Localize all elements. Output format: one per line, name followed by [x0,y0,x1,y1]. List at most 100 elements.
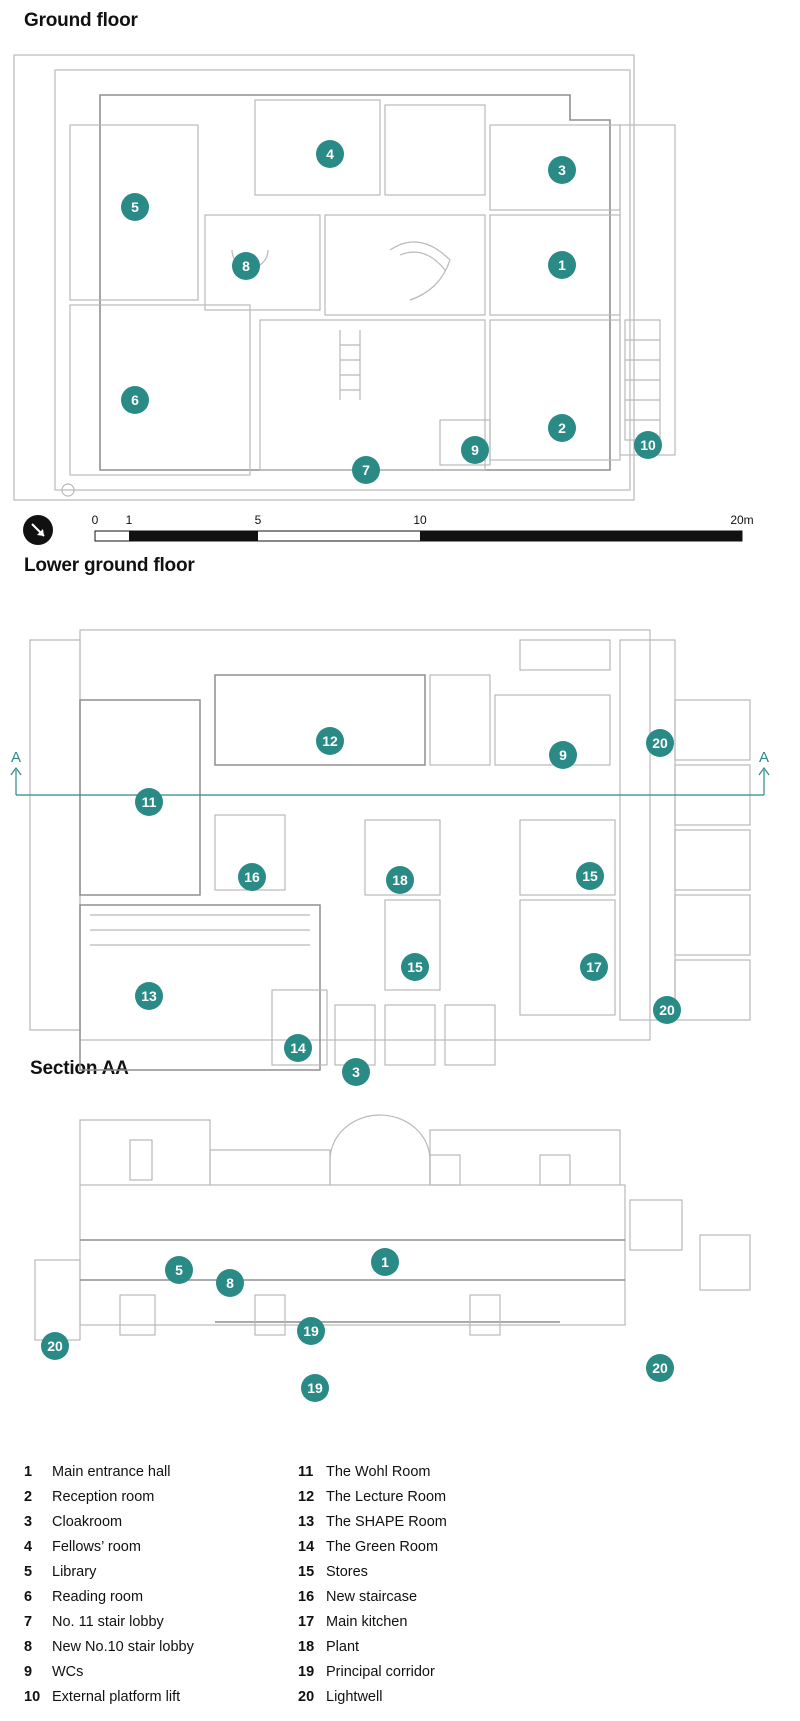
legend-number: 5 [24,1564,33,1580]
floor-plans-drawing: 0 1 5 10 20m [10,54,770,1402]
room-marker-ground: 1 [548,251,576,279]
room-marker-lower: 12 [316,727,344,755]
legend-number: 6 [24,1589,33,1605]
legend-number: 1 [24,1464,33,1480]
room-marker-circle [135,982,163,1010]
room-marker-section: 5 [165,1256,193,1284]
room-marker-circle [301,1374,329,1402]
room-marker-number: 19 [307,1380,323,1396]
room-marker-number: 9 [471,442,479,458]
legend-label: Main kitchen [326,1614,408,1630]
legend-label: Reading room [52,1589,144,1605]
room-marker-ground: 10 [634,431,662,459]
legend-label: Principal corridor [326,1664,435,1680]
ground-floor-title: Ground floor [24,10,138,31]
room-marker-number: 5 [175,1262,183,1278]
room-marker-circle [646,729,674,757]
legend-number: 19 [298,1664,315,1680]
legend-number: 16 [298,1589,315,1605]
scale-label: 10 [413,513,427,527]
legend-number: 4 [24,1539,33,1555]
room-marker-circle [121,386,149,414]
room-marker-number: 14 [290,1040,306,1056]
room-marker-circle [135,788,163,816]
room-marker-ground: 8 [232,252,260,280]
scale-label: 20m [730,513,753,527]
room-marker-lower: 16 [238,863,266,891]
room-marker-number: 10 [640,437,656,453]
room-marker-circle [316,727,344,755]
room-marker-section: 8 [216,1269,244,1297]
room-marker-lower: 15 [576,862,604,890]
room-marker-circle [386,866,414,894]
room-marker-number: 15 [407,959,423,975]
legend-label: Library [52,1564,97,1580]
legend-number: 15 [298,1564,315,1580]
legend-number: 14 [298,1539,315,1555]
legend-label: The Wohl Room [326,1464,431,1480]
scale-label: 5 [255,513,262,527]
room-marker-circle [284,1034,312,1062]
room-marker-number: 1 [558,257,566,273]
room-marker-circle [342,1058,370,1086]
legend-number: 10 [24,1689,41,1705]
room-marker-number: 6 [131,392,139,408]
legend-label: Plant [326,1639,360,1655]
room-marker-section: 19 [301,1374,329,1402]
room-marker-number: 9 [559,747,567,763]
lower-ground-floor-title: Lower ground floor [24,555,195,576]
room-marker-section: 1 [371,1248,399,1276]
room-marker-ground: 6 [121,386,149,414]
room-marker-circle [548,251,576,279]
room-marker-ground: 3 [548,156,576,184]
legend-number: 13 [298,1514,315,1530]
room-marker-number: 17 [586,959,602,975]
legend-number: 9 [24,1664,33,1680]
room-marker-circle [238,863,266,891]
section-marker-right: A [759,749,769,766]
legend-label: WCs [52,1664,84,1680]
scale-label: 0 [92,513,99,527]
room-marker-circle [165,1256,193,1284]
legend-label: The SHAPE Room [326,1514,447,1530]
room-marker-lower: 3 [342,1058,370,1086]
legend-label: Cloakroom [52,1514,123,1530]
room-marker-number: 20 [652,1360,668,1376]
legend-number: 20 [298,1689,315,1705]
room-marker-circle [316,140,344,168]
legend-label: New No.10 stair lobby [52,1639,194,1655]
legend-label: Main entrance hall [52,1464,171,1480]
room-marker-number: 3 [558,162,566,178]
room-marker-circle [232,252,260,280]
room-marker-circle [401,953,429,981]
legend-label: New staircase [326,1589,418,1605]
legend-label: Reception room [52,1489,155,1505]
lower-ground-floor-plan [29,629,751,1071]
scale-label: 1 [126,513,133,527]
legend-label: The Lecture Room [326,1489,447,1505]
room-marker-number: 1 [381,1254,389,1270]
room-marker-number: 5 [131,199,139,215]
room-marker-circle [653,996,681,1024]
legend-number: 2 [24,1489,33,1505]
room-marker-number: 12 [322,733,338,749]
room-marker-circle [371,1248,399,1276]
section-marker-left: A [11,749,21,766]
room-marker-circle [634,431,662,459]
legend-number: 18 [298,1639,315,1655]
scale-bar: 0 1 5 10 20m [92,513,754,542]
room-marker-number: 20 [47,1338,63,1354]
room-marker-circle [216,1269,244,1297]
room-marker-ground: 9 [461,436,489,464]
legend-number: 17 [298,1614,315,1630]
room-marker-circle [297,1317,325,1345]
section-aa-drawing [34,1114,751,1341]
room-marker-circle [41,1332,69,1360]
room-marker-circle [646,1354,674,1382]
room-marker-circle [576,862,604,890]
room-marker-circle [352,456,380,484]
room-marker-lower: 11 [135,788,163,816]
room-marker-section: 20 [646,1354,674,1382]
room-marker-lower: 15 [401,953,429,981]
